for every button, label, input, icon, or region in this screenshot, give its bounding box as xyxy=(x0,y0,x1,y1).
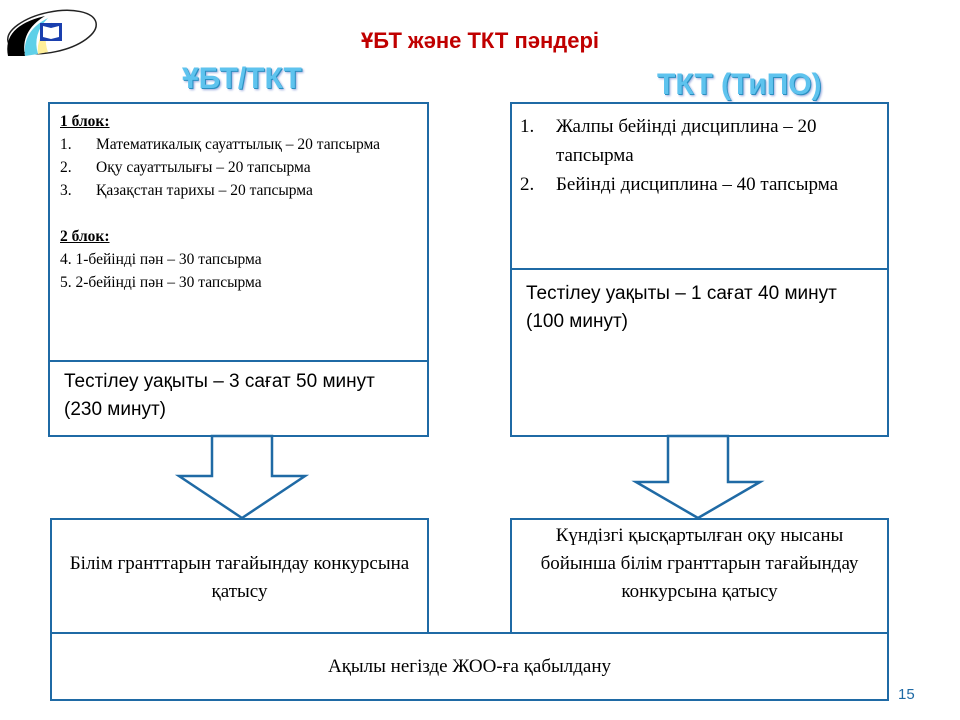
down-arrow-left xyxy=(174,434,310,520)
item-number: 1. xyxy=(60,136,72,153)
list-item: Қазақстан тарихы – 20 тапсырма xyxy=(96,182,313,199)
block1-label: 1 блок: xyxy=(60,113,110,130)
slide-title: ҰБТ және ТКТ пәндері xyxy=(360,28,600,53)
item-number: 2. xyxy=(520,174,535,195)
list-item: Оқу сауаттылығы – 20 тапсырма xyxy=(96,159,311,176)
right-result: Күндізгі қысқартылған оқу нысаны бойынша… xyxy=(540,525,859,602)
left-result-box: Білім гранттарын тағайындау конкурсына қ… xyxy=(50,518,429,634)
bottom-box: Ақылы негізде ЖОО-ға қабылдану xyxy=(50,632,889,701)
logo-icon xyxy=(7,9,97,56)
item-number: 3. xyxy=(60,182,72,199)
list-item: 4. 1-бейінді пән – 30 тапсырма xyxy=(60,251,262,268)
left-content-box: 1 блок: 1. Математикалық сауаттылық – 20 … xyxy=(48,102,429,437)
left-result: Білім гранттарын тағайындау конкурсына қ… xyxy=(69,553,410,602)
item-number: 1. xyxy=(520,116,535,137)
page-number: 15 xyxy=(898,686,915,703)
list-item: Жалпы бейінді дисциплина – 20 тапсырма xyxy=(556,116,817,166)
bottom-text: Ақылы негізде ЖОО-ға қабылдану xyxy=(327,656,612,677)
item-number: 2. xyxy=(60,159,72,176)
right-time: Тестілеу уақыты – 1 сағат 40 минут (100 … xyxy=(526,283,837,332)
list-item: Математикалық сауаттылық – 20 тапсырма xyxy=(96,136,381,153)
right-heading: ТКТ (ТиПО) xyxy=(657,68,822,101)
left-heading: ҰБТ/ТКТ xyxy=(182,62,302,95)
block2-label: 2 блок: xyxy=(60,228,110,245)
right-result-box: Күндізгі қысқартылған оқу нысаны бойынша… xyxy=(510,518,889,634)
list-item: 5. 2-бейінді пән – 30 тапсырма xyxy=(60,274,262,291)
list-item: Бейінді дисциплина – 40 тапсырма xyxy=(556,174,839,195)
down-arrow-right xyxy=(631,434,765,520)
right-content-box: 1. Жалпы бейінді дисциплина – 20 тапсырма… xyxy=(510,102,889,437)
left-time: Тестілеу уақыты – 3 сағат 50 минут (230 … xyxy=(64,371,375,420)
